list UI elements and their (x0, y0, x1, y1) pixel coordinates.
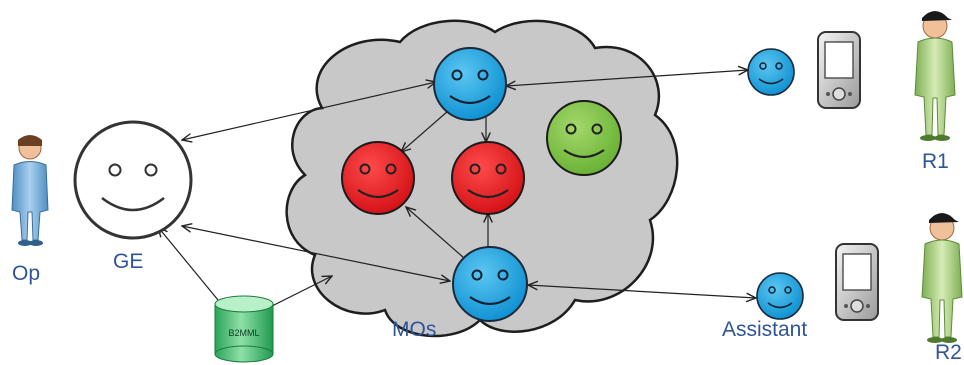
arrow-mobottom-red1 (406, 207, 465, 259)
ge-face-icon (73, 120, 193, 240)
operator-label: Op (12, 262, 41, 285)
r1-person-icon (914, 11, 956, 141)
mo-face-red-right (451, 141, 525, 215)
arrow-ge-mo-top (182, 82, 436, 140)
connectors (158, 70, 756, 307)
assistant-face-bottom (756, 272, 804, 320)
assistant-label: Assistant (722, 318, 808, 341)
arrow-db-cloud (271, 276, 332, 307)
arrow-db-ge (158, 227, 219, 301)
mo-face-green (546, 100, 622, 176)
mos-label: MOs (392, 318, 437, 341)
operator-person-icon (11, 135, 49, 246)
r2-person-icon (921, 213, 963, 343)
mo-face-top-blue (433, 47, 507, 121)
arrow-mobottom-assistant (528, 285, 756, 298)
b2mml-database-icon: B2MML (214, 295, 274, 363)
arrow-motop-red1 (401, 110, 449, 152)
r1-label: R1 (922, 150, 949, 173)
arrow-ge-mo-bottom (182, 226, 450, 281)
arrow-motop-r1 (506, 70, 748, 86)
phone-icon-r2 (835, 243, 879, 321)
db-label: B2MML (228, 328, 259, 338)
phone-icon-r1 (817, 31, 861, 109)
mo-face-red-left (341, 141, 415, 215)
r2-label: R2 (935, 341, 962, 364)
assistant-face-top (747, 48, 795, 96)
ge-label: GE (113, 250, 144, 273)
mo-face-bottom-blue (452, 246, 528, 322)
